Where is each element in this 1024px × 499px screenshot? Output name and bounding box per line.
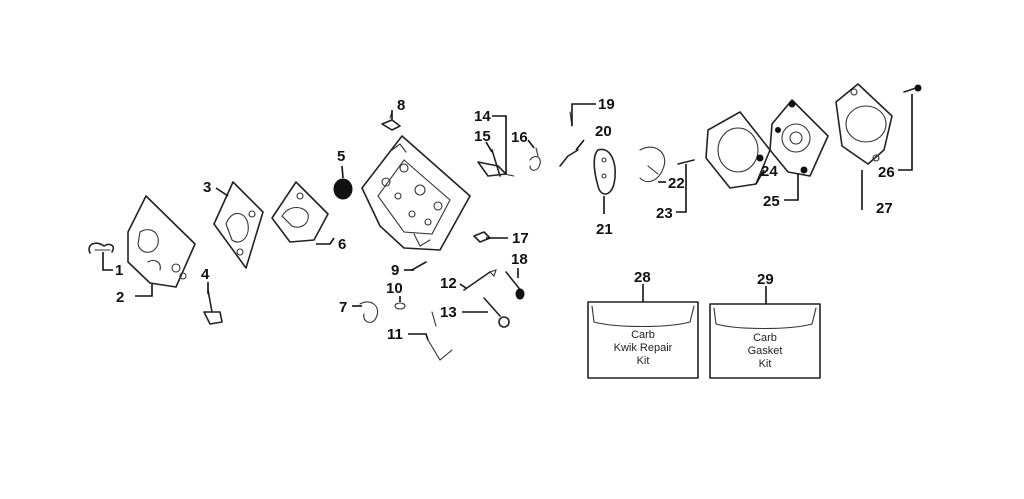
leader-lines xyxy=(102,94,913,341)
callout-17: 17 xyxy=(512,230,529,247)
kit-29-line-1: Carb xyxy=(753,332,777,344)
callout-22: 22 xyxy=(668,175,685,192)
part-8-fitting xyxy=(381,111,401,131)
callout-28: 28 xyxy=(634,269,651,286)
callout-14: 14 xyxy=(474,108,491,125)
callout-3: 3 xyxy=(203,179,211,196)
part-23-screw xyxy=(677,159,695,165)
callout-26: 26 xyxy=(878,164,895,181)
part-16-spring xyxy=(529,147,541,171)
callout-29: 29 xyxy=(757,271,774,288)
part-5-plug xyxy=(333,178,353,200)
kit-29-line-2: Gasket xyxy=(748,345,783,357)
callout-6: 6 xyxy=(338,236,346,253)
part-2-cover-plate xyxy=(127,195,196,288)
callout-13: 13 xyxy=(440,304,457,321)
part-21-diaphragm xyxy=(593,148,616,195)
callout-16: 16 xyxy=(511,129,528,146)
part-22-gasket xyxy=(639,146,666,183)
callout-8: 8 xyxy=(397,97,405,114)
carburetor-body xyxy=(361,135,471,251)
kit-28-line-1: Carb xyxy=(631,329,655,341)
part-11-lever xyxy=(427,311,453,361)
callout-20: 20 xyxy=(595,123,612,140)
callout-5: 5 xyxy=(337,148,345,165)
part-6-gasket xyxy=(271,181,329,243)
part-14-pivot-pin xyxy=(491,149,501,177)
callout-19: 19 xyxy=(598,96,615,113)
part-13-adjust-screw xyxy=(483,297,510,328)
kit-envelope-28: Carb Kwik Repair Kit xyxy=(587,301,699,379)
kit-28-line-3: Kit xyxy=(637,355,650,367)
part-12-needle xyxy=(463,269,497,291)
part-26-screw xyxy=(903,84,922,93)
part-25-pump-body xyxy=(769,99,829,177)
callout-2: 2 xyxy=(116,289,124,306)
callout-15: 15 xyxy=(474,128,491,145)
part-17-nut xyxy=(473,231,491,243)
part-3-diaphragm-plate xyxy=(213,181,264,269)
callout-18: 18 xyxy=(511,251,528,268)
callout-9: 9 xyxy=(391,262,399,279)
callout-23: 23 xyxy=(656,205,673,222)
callout-1: 1 xyxy=(115,262,123,279)
kit-29-line-3: Kit xyxy=(759,358,772,370)
callout-11: 11 xyxy=(387,326,403,343)
kit-envelope-29: Carb Gasket Kit xyxy=(709,303,821,379)
callout-7: 7 xyxy=(339,299,347,316)
callout-24: 24 xyxy=(761,163,778,180)
callout-4: 4 xyxy=(201,266,210,283)
callout-21: 21 xyxy=(596,221,613,238)
part-10-washer xyxy=(394,302,406,310)
callout-12: 12 xyxy=(440,275,457,292)
callout-numbers: 1 2 3 4 5 6 7 8 9 10 11 12 13 14 15 16 1… xyxy=(115,96,895,343)
part-18-screw xyxy=(505,271,525,300)
part-27-cover-plate xyxy=(835,83,893,165)
part-1-clip xyxy=(88,242,115,254)
part-20-metering-lever xyxy=(559,149,579,167)
part-4-screw xyxy=(203,289,223,325)
callout-10: 10 xyxy=(386,280,403,297)
callout-25: 25 xyxy=(763,193,780,210)
kit-28-line-2: Kwik Repair xyxy=(614,342,673,354)
part-7-spring xyxy=(359,301,378,323)
callout-27: 27 xyxy=(876,200,893,217)
part-9-pin xyxy=(411,261,427,271)
